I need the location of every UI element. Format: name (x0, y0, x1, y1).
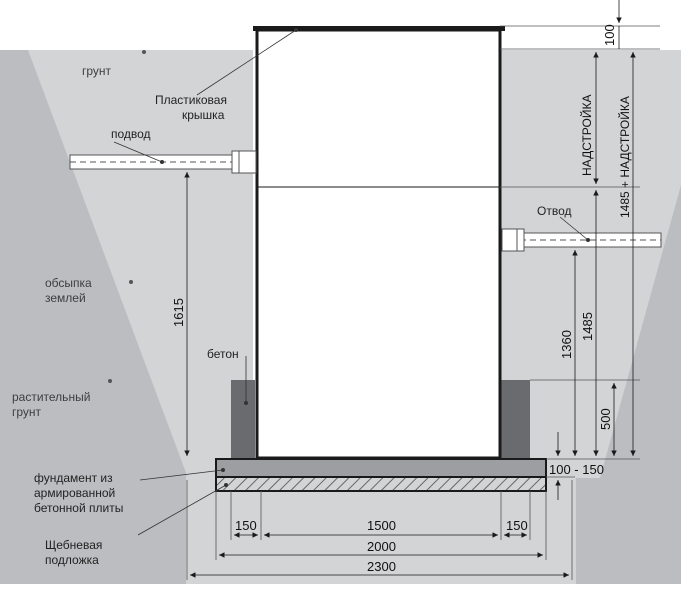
leader-lid (196, 29, 297, 96)
label-foundation-line3: бетонной плиты (34, 501, 123, 515)
dim-text-slab: 100 - 150 (549, 462, 604, 477)
dim-text-100: 100 (602, 24, 617, 46)
label-gravel-line2: подложка (45, 553, 99, 567)
concrete-block-left (231, 380, 255, 460)
leader-lid-dot (294, 28, 298, 32)
leader-outlet (559, 216, 589, 241)
label-ground: грунт (82, 64, 112, 78)
leader-inlet-dot (160, 160, 164, 164)
label-inlet: подвод (111, 127, 151, 141)
concrete-block-right (501, 380, 530, 460)
dim-text-total: 1485 + НАДСТРОЙКА (617, 96, 632, 218)
dim-text-150-right: 150 (506, 518, 528, 533)
tank-lid (253, 26, 505, 31)
dim-text-150-left: 150 (235, 518, 257, 533)
dim-text-2300: 2300 (367, 559, 396, 574)
tank-body (255, 28, 502, 460)
dim-text-superstructure: НАДСТРОЙКА (579, 95, 594, 177)
label-outlet: Отвод (537, 204, 571, 218)
dot-topsoil (108, 379, 112, 383)
label-backfill-line1: обсыпка (45, 276, 92, 290)
dim-text-1500: 1500 (367, 518, 396, 533)
dim-text-2000: 2000 (367, 539, 396, 554)
dim-text-1615: 1615 (171, 298, 186, 327)
dot-ground (142, 50, 146, 54)
foundation-slab (215, 458, 547, 478)
label-gravel-line1: Щебневая (45, 538, 102, 552)
dim-text-1360: 1360 (559, 330, 574, 359)
inlet-pipe-coupling (231, 150, 257, 174)
excavation-bottom (186, 476, 576, 596)
label-lid-line1: Пластиковая (155, 93, 227, 107)
page-bottom (0, 584, 681, 596)
outlet-pipe-coupling (501, 228, 525, 252)
leader-foundation (139, 469, 224, 481)
label-topsoil-line1: растительный (12, 390, 90, 404)
leader-outlet-dot (586, 238, 590, 242)
dim-text-500: 500 (598, 408, 613, 430)
leader-gravel (137, 484, 227, 536)
leader-concrete-dot (244, 401, 248, 405)
label-foundation-line2: армированной (34, 486, 115, 500)
label-concrete: бетон (207, 347, 239, 361)
label-backfill-line2: землей (45, 291, 86, 305)
dim-text-1485: 1485 (580, 312, 595, 341)
label-topsoil-line2: грунт (12, 405, 42, 419)
leader-foundation-dot (221, 468, 225, 472)
leader-gravel-dot (224, 483, 228, 487)
dot-backfill (129, 280, 133, 284)
gravel-bed (215, 476, 547, 492)
leader-inlet (113, 141, 163, 163)
label-foundation-line1: фундамент из (34, 471, 113, 485)
label-lid-line2: крышка (182, 108, 225, 122)
